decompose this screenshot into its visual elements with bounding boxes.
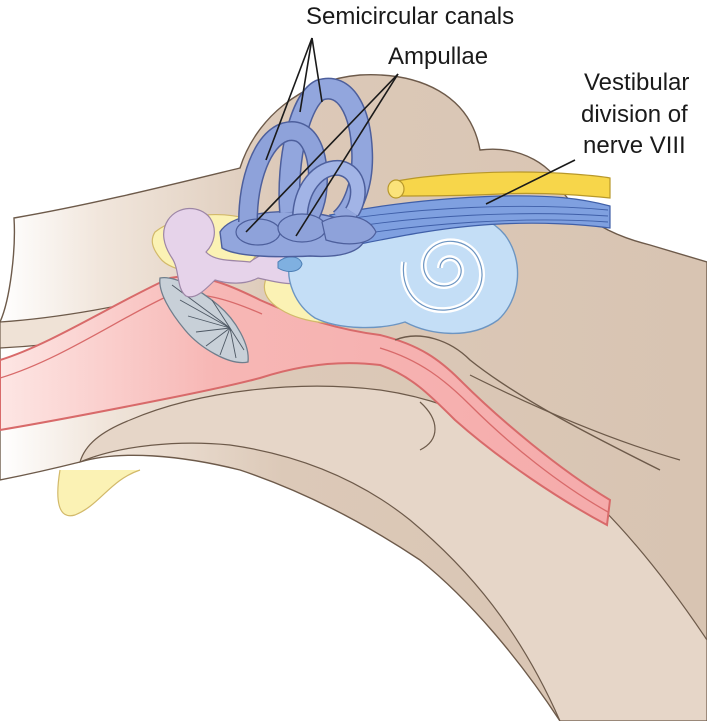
yellow-nerve	[391, 171, 611, 199]
jaw-outline	[57, 469, 141, 517]
bone-fold-line-2	[469, 374, 681, 461]
label-ampullae: Ampullae	[388, 43, 488, 70]
bone-fold-line-3	[419, 401, 436, 451]
eardrum-radial-lines	[171, 284, 245, 359]
label-vestibular-line1: Vestibular	[584, 69, 689, 96]
label-vestibular-line3: nerve VIII	[583, 132, 686, 159]
label-semicircular-canals: Semicircular canals	[306, 3, 514, 30]
oval-window	[277, 256, 303, 272]
eustachian-tube	[379, 347, 609, 513]
ear-canal	[0, 275, 612, 527]
nerve-fibers	[339, 205, 609, 237]
cochlea-spiral-outline	[402, 240, 483, 311]
yellow-nerve-end	[387, 179, 405, 199]
semicircular-canals	[219, 77, 377, 258]
label-vestibular-line2: division of	[581, 101, 688, 128]
ear-canal-inner	[0, 293, 263, 379]
bone-fold-line-1	[394, 335, 661, 471]
vestibular-nerve	[328, 195, 611, 245]
leader-lines	[245, 37, 576, 237]
